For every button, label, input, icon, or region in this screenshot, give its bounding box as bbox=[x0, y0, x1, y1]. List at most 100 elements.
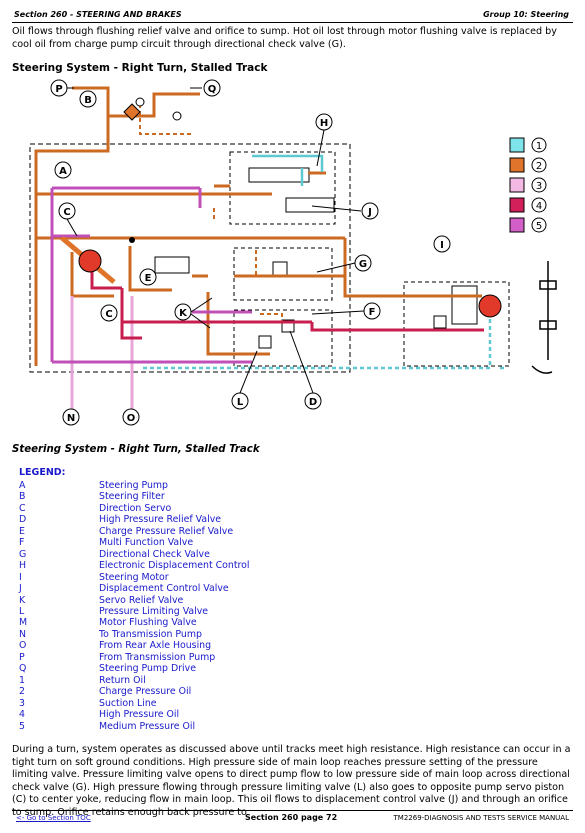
motor-valve-box bbox=[451, 285, 478, 325]
charge-pressure-lines bbox=[34, 86, 482, 366]
return-oil-lines bbox=[252, 154, 324, 186]
legend-key: A bbox=[19, 480, 26, 491]
legend-label: Suction Line bbox=[99, 697, 157, 709]
edc-valve-lower bbox=[285, 197, 335, 213]
return-dashed-lines bbox=[142, 312, 504, 370]
check-valve-outline bbox=[233, 247, 333, 301]
svg-text:K: K bbox=[179, 308, 188, 319]
legend-key: I bbox=[19, 571, 22, 583]
line-servo bbox=[128, 246, 172, 292]
callout-F: F bbox=[363, 302, 381, 320]
svg-text:4: 4 bbox=[536, 201, 542, 212]
diagram-title: Steering System - Right Turn, Stalled Tr… bbox=[12, 62, 268, 74]
intro-paragraph: Oil flows through flushing relief valve … bbox=[12, 26, 557, 50]
mfv-box-1 bbox=[281, 319, 295, 333]
legend-label: Steering Motor bbox=[99, 571, 169, 583]
svg-text:F: F bbox=[369, 307, 376, 318]
legend-label: Pressure Limiting Valve bbox=[99, 605, 209, 617]
callout-J: J bbox=[361, 202, 379, 220]
color-key: 1 2 3 4 5 bbox=[509, 137, 547, 233]
rotation-arrow bbox=[531, 365, 553, 374]
legend-key: 1 bbox=[19, 674, 25, 686]
toc-link[interactable]: <- Go to Section TOC bbox=[16, 814, 91, 822]
pump-housing-outline bbox=[29, 143, 351, 373]
svg-text:C: C bbox=[63, 207, 70, 218]
header-rule bbox=[12, 22, 573, 23]
legend-key: L bbox=[19, 605, 25, 617]
legend-item: J Displacement Control Valve bbox=[19, 583, 250, 594]
linkage-block-1 bbox=[539, 280, 557, 290]
legend-title: LEGEND: bbox=[19, 467, 66, 478]
svg-text:H: H bbox=[320, 118, 328, 129]
medium-pressure-lines bbox=[50, 186, 252, 364]
legend-key: E bbox=[19, 525, 25, 537]
svg-text:G: G bbox=[359, 259, 367, 270]
charge-dashed-lines bbox=[139, 104, 283, 326]
legend-item: 2 Charge Pressure Oil bbox=[19, 686, 250, 697]
dashed-filter-bypass bbox=[139, 104, 192, 135]
line-pump-feed bbox=[34, 116, 110, 366]
dashed-mfv bbox=[260, 313, 283, 326]
suction-lines bbox=[70, 296, 134, 416]
legend-key: P bbox=[19, 651, 25, 663]
legend-item: L Pressure Limiting Valve bbox=[19, 606, 250, 617]
svg-text:I: I bbox=[440, 240, 444, 251]
charge-relief-box bbox=[154, 256, 190, 274]
svg-text:P: P bbox=[55, 84, 62, 95]
mfv-box-2 bbox=[258, 335, 272, 349]
legend-label: Displacement Control Valve bbox=[99, 583, 229, 595]
callout-N: N bbox=[62, 408, 80, 426]
legend-key: 2 bbox=[19, 686, 25, 698]
svg-text:O: O bbox=[127, 413, 136, 424]
legend-label: High Pressure Relief Valve bbox=[99, 514, 222, 526]
servo-node bbox=[129, 237, 135, 243]
legend-key: G bbox=[19, 548, 27, 560]
legend-label: Direction Servo bbox=[99, 502, 172, 514]
svg-text:A: A bbox=[59, 166, 67, 177]
callout-B: B bbox=[79, 90, 97, 108]
legend-item: 5 Medium Pressure Oil bbox=[19, 721, 250, 732]
key-1: 1 bbox=[509, 137, 547, 153]
callout-E: E bbox=[139, 268, 157, 286]
legend-key: O bbox=[19, 640, 27, 652]
callout-A: A bbox=[54, 161, 72, 179]
legend-key: F bbox=[19, 537, 25, 549]
manual-title: TM2269-DIAGNOSIS AND TESTS SERVICE MANUA… bbox=[393, 814, 569, 822]
svg-text:2: 2 bbox=[536, 161, 542, 172]
callout-L: L bbox=[231, 392, 249, 410]
component-outlines bbox=[29, 143, 510, 373]
legend-item: I Steering Motor bbox=[19, 572, 250, 583]
return-edc bbox=[252, 154, 324, 172]
svg-text:N: N bbox=[67, 413, 75, 424]
hydraulic-schematic: P B Q H A C J I E G K F C L D N O 1 2 3 … bbox=[29, 79, 557, 426]
track-linkage bbox=[531, 261, 557, 374]
svg-text:5: 5 bbox=[536, 221, 542, 232]
line-filter-top bbox=[122, 92, 200, 118]
legend-key: 5 bbox=[19, 720, 25, 732]
key-2: 2 bbox=[509, 157, 547, 173]
key-5: 5 bbox=[509, 217, 547, 233]
callout-C-bottom: C bbox=[100, 304, 118, 322]
legend-key: J bbox=[19, 583, 22, 595]
legend-label: Steering Filter bbox=[99, 491, 165, 503]
legend-label: Medium Pressure Oil bbox=[99, 720, 196, 732]
callout-I: I bbox=[433, 235, 451, 253]
steering-pump-symbol bbox=[78, 249, 102, 273]
mfv-outline bbox=[233, 309, 333, 367]
legend-key: K bbox=[19, 594, 26, 606]
return-to-housing bbox=[142, 312, 492, 370]
line-to-motor bbox=[343, 238, 482, 298]
legend-label: Charge Pressure Oil bbox=[99, 686, 192, 698]
high-pressure-lines bbox=[90, 260, 484, 340]
legend-key: M bbox=[19, 617, 28, 629]
section-header: Section 260 - STEERING AND BRAKES bbox=[14, 10, 182, 19]
svg-text:D: D bbox=[309, 397, 317, 408]
